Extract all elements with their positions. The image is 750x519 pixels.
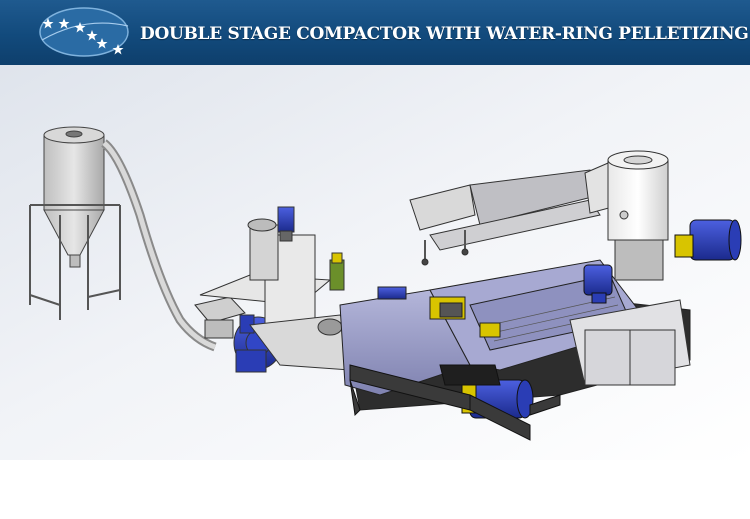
star-logo-icon: [39, 7, 129, 57]
extruder-motor: [583, 264, 613, 304]
page-title: DOUBLE STAGE COMPACTOR WITH WATER-RING P…: [140, 24, 750, 44]
silo: [29, 126, 121, 320]
feed-hopper: [584, 150, 669, 281]
feed-conveyor: [409, 169, 601, 266]
pelletizer-cabinet: [569, 299, 691, 386]
base-frame: [349, 364, 561, 441]
compactor: [199, 206, 361, 371]
machine-illustration: [0, 65, 750, 460]
header-banner: DOUBLE STAGE COMPACTOR WITH WATER-RING P…: [0, 0, 750, 65]
main-motor: [674, 219, 742, 261]
